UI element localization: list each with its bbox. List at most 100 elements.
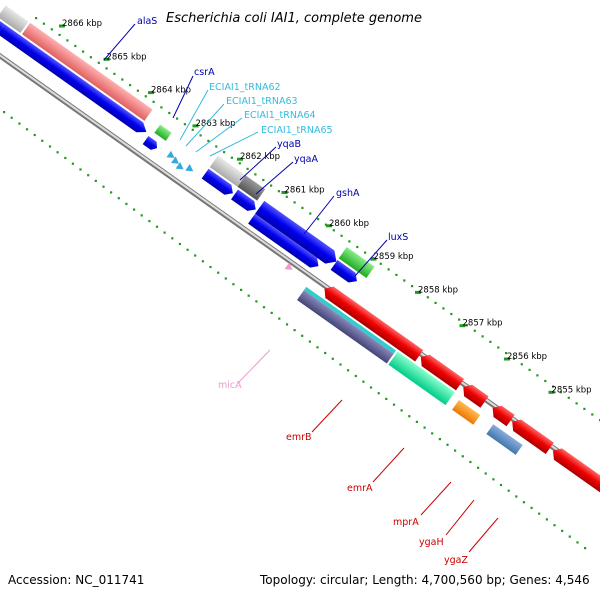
gene-ygaZ-arrow[interactable] [549, 445, 600, 501]
scale-label: 2860 kbp [329, 219, 369, 229]
tick-dot [512, 357, 515, 360]
tick-dot [148, 220, 151, 223]
gene-gshA-feature[interactable] [255, 200, 341, 268]
major-tick [504, 357, 510, 361]
trna65-marker[interactable] [185, 164, 195, 175]
tick-dot [567, 396, 570, 399]
tick-dot [442, 307, 445, 310]
tick-dot [387, 268, 390, 271]
label-trna65[interactable]: ECIAI1_tRNA65 [261, 125, 333, 136]
leader-trna63 [185, 103, 225, 147]
tick-dot [489, 340, 492, 343]
tick-dot [528, 368, 531, 371]
gene-emrB-feature[interactable] [297, 290, 394, 364]
label-trna64[interactable]: ECIAI1_tRNA64 [244, 110, 316, 121]
gene-upstream-grey [0, 5, 29, 34]
gene-ygaH-feature[interactable] [486, 424, 523, 455]
gene-mprA-feature[interactable] [452, 399, 481, 425]
label-alaS[interactable]: alaS [137, 16, 157, 27]
label-trna62[interactable]: ECIAI1_tRNA62 [209, 82, 281, 93]
scale-label: 2866 kbp [62, 19, 102, 29]
tick-dot [191, 128, 194, 131]
gene-gshA-arrow[interactable] [248, 213, 322, 271]
gene-csrA-feature[interactable] [154, 124, 172, 141]
major-tick [281, 191, 288, 194]
tick-row-inner [3, 111, 587, 550]
leader-alaS [103, 23, 136, 61]
tick-dot [423, 426, 426, 429]
gene-yqaB-shade [209, 155, 246, 187]
tick-dot [207, 139, 210, 142]
tick-dot [113, 72, 116, 75]
major-tick [459, 324, 466, 328]
forward-gene-labels: alaS csrA ECIAI1_tRNA62 ECIAI1_tRNA63 EC… [103, 16, 408, 277]
gene-yqaB-feature[interactable] [201, 168, 237, 198]
label-trna63[interactable]: ECIAI1_tRNA63 [226, 96, 298, 107]
tick-dot [507, 489, 510, 492]
tick-dot [48, 145, 52, 148]
tick-dot [247, 294, 250, 297]
leader-csrA [172, 75, 194, 119]
tick-dot [301, 334, 304, 337]
scale-label: 2858 kbp [418, 285, 458, 295]
label-csrA[interactable]: csrA [194, 67, 215, 78]
tick-dot [223, 151, 226, 154]
major-tick [548, 390, 555, 394]
gene-ygaH-arrow[interactable] [489, 402, 515, 427]
label-micA[interactable]: micA [218, 380, 242, 391]
tick-dot [71, 162, 74, 165]
label-ygaZ[interactable]: ygaZ [444, 555, 468, 566]
tick-dot [129, 84, 132, 87]
gene-yqaA-feature[interactable] [231, 189, 259, 215]
tick-dot [395, 273, 398, 276]
major-tick [192, 124, 199, 128]
tick-dot [552, 385, 555, 388]
tick-dot [262, 178, 265, 182]
tick-dot [362, 380, 365, 383]
label-yqaB[interactable]: yqaB [277, 139, 301, 150]
gene-alaS-feature[interactable] [0, 24, 150, 137]
tick-dot [591, 413, 594, 416]
map-title: Escherichia coli IAI1, complete genome [166, 11, 422, 26]
gene-emrA-feature[interactable] [417, 351, 465, 391]
gene-luxS-feature[interactable] [330, 260, 361, 286]
gene-micA-marker[interactable] [284, 262, 295, 274]
label-mprA[interactable]: mprA [393, 517, 419, 528]
scale-label: 2863 kbp [196, 119, 236, 129]
tick-dot [224, 277, 227, 280]
gene-csrA-arrow[interactable] [142, 135, 160, 152]
label-luxS[interactable]: luxS [388, 232, 408, 243]
leader-micA [237, 349, 271, 384]
tick-dot [33, 133, 36, 137]
tick-dot [183, 123, 186, 126]
tick-dot [356, 245, 359, 249]
tick-dot [240, 288, 243, 291]
label-gshA[interactable]: gshA [336, 188, 360, 199]
gene-emrB-top[interactable] [320, 283, 424, 362]
tick-dot [176, 117, 179, 120]
tick-dot [87, 174, 90, 177]
gene-mprA-arrow[interactable] [459, 381, 489, 408]
gene-ygaZ-feature[interactable] [508, 416, 554, 455]
major-tick [103, 57, 110, 61]
label-yqaA[interactable]: yqaA [294, 154, 318, 165]
tick-dot [58, 33, 61, 36]
tick-dot [50, 28, 53, 31]
tick-dot [434, 301, 437, 304]
tick-dot [545, 518, 548, 521]
tick-dot [477, 466, 480, 469]
tick-dot [3, 111, 6, 114]
tick-dot [583, 407, 586, 410]
label-emrA[interactable]: emrA [347, 483, 373, 494]
trna64-marker[interactable] [175, 162, 186, 173]
label-ygaH[interactable]: ygaH [419, 537, 444, 548]
label-emrB[interactable]: emrB [286, 432, 312, 443]
tick-dot [309, 212, 312, 215]
trna62-marker[interactable] [166, 150, 176, 162]
tick-dot [316, 346, 319, 349]
tick-dot [324, 351, 327, 355]
tick-dot [317, 218, 320, 221]
tick-dot [41, 139, 44, 142]
trna63-marker[interactable] [171, 156, 181, 167]
tick-dot [79, 168, 82, 171]
